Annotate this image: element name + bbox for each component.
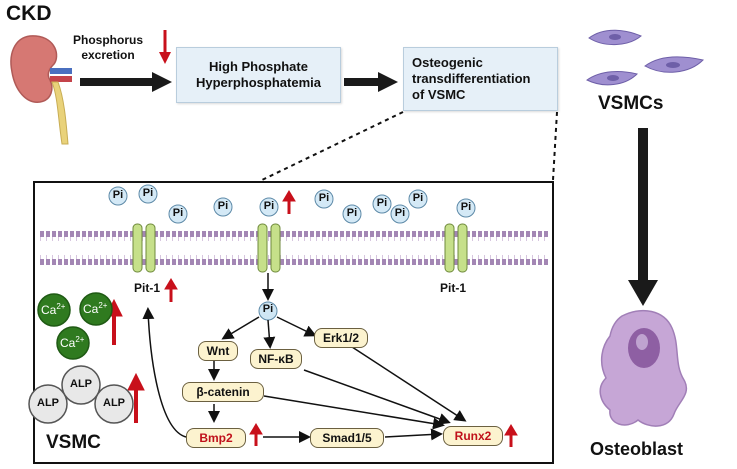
smad-node: Smad1/5 [310, 428, 384, 448]
pi-label: Pi [263, 200, 275, 212]
pathway-arrows [142, 273, 467, 443]
ca-label: Ca2+ [41, 302, 65, 317]
alp-label: ALP [103, 397, 125, 409]
ca-symbol: Ca [60, 336, 76, 350]
arrow-head [378, 72, 398, 92]
phosphorus-excretion-label: Phosphorus excretion [73, 33, 144, 62]
runx2-node: Runx2 [443, 426, 503, 446]
ca-charge: 2+ [56, 302, 66, 311]
pi-bubble [372, 194, 392, 214]
alp-circle [94, 384, 134, 424]
ca-ion [37, 293, 71, 327]
beta-catenin-node: β-catenin [182, 382, 264, 402]
kidney-icon [10, 35, 72, 145]
high-phosphate-box: High Phosphate Hyperphosphatemia [176, 47, 341, 103]
alp-label: ALP [37, 397, 59, 409]
pi-label: Pi [217, 200, 229, 212]
pi-bubble [168, 204, 188, 224]
alp-enzymes [28, 365, 134, 424]
alp-circle [28, 384, 68, 424]
wnt-node: Wnt [198, 341, 238, 361]
down-arrow-icon [159, 30, 171, 64]
zoom-line-left [261, 111, 404, 181]
ca-label: Ca2+ [83, 301, 107, 316]
ckd-title: CKD [6, 2, 52, 25]
pi-bubble [314, 189, 334, 209]
erk-node: Erk1/2 [314, 328, 368, 348]
pi-bubble [408, 189, 428, 209]
pi-label: Pi [412, 192, 424, 204]
pit1-right-label: Pit-1 [440, 281, 467, 295]
up-arrow-head [164, 278, 178, 290]
pi-label: Pi [112, 189, 124, 201]
vsmc-panel-label: VSMC [46, 432, 101, 453]
pi-label: Pi [318, 192, 330, 204]
pi-bubble [138, 184, 158, 204]
pi-bubble [108, 186, 128, 206]
pi-label: Pi [172, 207, 184, 219]
pit1-channel-left [132, 223, 156, 273]
calcium-ions [37, 292, 113, 360]
pi-label: Pi [394, 207, 406, 219]
up-arrow-head [127, 372, 145, 391]
pit-channel-center [257, 223, 281, 273]
ca-charge: 2+ [75, 335, 85, 344]
alp-label: ALP [70, 378, 92, 390]
osteoblast-label: Osteoblast [590, 439, 684, 459]
pi-label: Pi [346, 207, 358, 219]
vsmcs-label: VSMCs [598, 93, 664, 114]
up-arrow-head [249, 423, 263, 435]
ca-ion [56, 326, 90, 360]
pit1-left-label: Pit-1 [134, 281, 161, 295]
cell-membrane [40, 231, 548, 265]
pi-bubble [259, 197, 279, 217]
pi-center-label: Pi [262, 303, 274, 315]
pi-bubble [390, 204, 410, 224]
vsmc-cells-icon [586, 29, 704, 86]
pit1-channel-right [444, 223, 468, 273]
up-arrow-head [504, 424, 518, 436]
pi-label: Pi [460, 201, 472, 213]
alp-circle [61, 365, 101, 405]
pi-bubble [456, 198, 476, 218]
nfkb-node: NF-κB [250, 349, 302, 369]
ca-ion [79, 292, 113, 326]
ca-charge: 2+ [98, 301, 108, 310]
osteoblast-cell-icon [599, 309, 688, 427]
osteogenic-box: Osteogenic transdifferentiation of VSMC [403, 47, 558, 111]
up-arrow-head [282, 190, 296, 202]
pi-bubble [213, 197, 233, 217]
zoom-line-right [552, 111, 558, 181]
pi-label: Pi [142, 187, 154, 199]
ca-symbol: Ca [41, 303, 57, 317]
pi-bubble [342, 204, 362, 224]
arrow-head [628, 280, 658, 306]
ca-label: Ca2+ [60, 335, 84, 350]
pi-label: Pi [376, 197, 388, 209]
bmp2-node: Bmp2 [186, 428, 246, 448]
arrow-head [152, 72, 172, 92]
ca-symbol: Ca [83, 302, 99, 316]
